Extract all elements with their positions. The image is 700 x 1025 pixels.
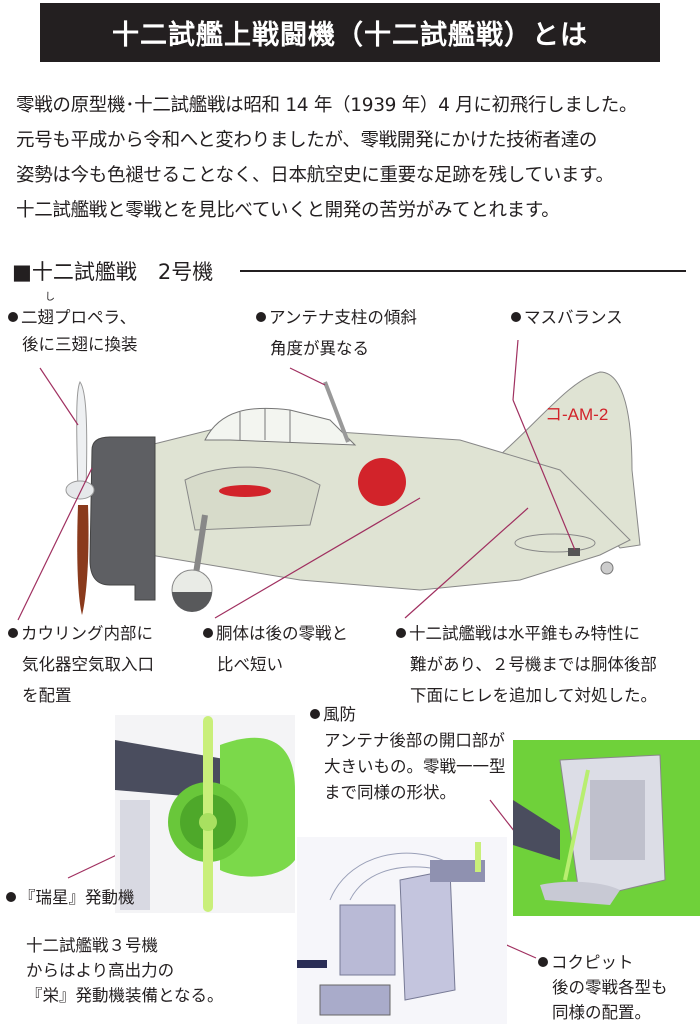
callout-text: まで同様の形状。 <box>324 783 456 802</box>
intro-line: 元号も平成から令和へと変わりましたが、零戦開発にかけた技術者達の <box>16 130 598 151</box>
callout-text: 後に三翅に換装 <box>22 335 138 354</box>
callout-text: 同様の配置。 <box>552 1003 651 1022</box>
callout-windshield: 風防 アンテナ後部の開口部が 大きいもの。零戦一一型 まで同様の形状。 <box>310 702 506 806</box>
bullet-icon <box>8 628 18 638</box>
section-heading: ■十二試艦戦 2号機 <box>12 260 214 284</box>
callout-engine: 『瑞星』発動機 <box>6 882 135 913</box>
bullet-icon <box>538 957 548 967</box>
callout-cowling: カウリング内部に 気化器空気取入口 を配置 <box>8 618 154 711</box>
callout-ventral-fin: 十二試艦戦は水平錐もみ特性に 難があり、２号機までは胴体後部 下面にヒレを追加し… <box>396 618 657 711</box>
callout-text: からはより高出力の <box>26 961 175 980</box>
callout-text: 大きいもの。零戦一一型 <box>324 757 506 776</box>
callout-text: カウリング内部に <box>21 624 153 643</box>
bullet-icon <box>256 312 266 322</box>
callout-cockpit: コクピット 後の零戦各型も 同様の配置。 <box>538 950 668 1025</box>
intro-line: 十二試艦戦と零戦とを見比べていくと開発の苦労がみてとれます。 <box>16 200 560 221</box>
section-rule <box>240 270 686 272</box>
callout-text: 後の零戦各型も <box>552 978 668 997</box>
callout-propeller: し 二翅プロペラ、 後に三翅に換装 <box>8 291 138 358</box>
bullet-icon <box>511 312 521 322</box>
bullet-icon <box>6 892 16 902</box>
callout-text: 『瑞星』発動機 <box>19 888 135 907</box>
callout-text: 十二試艦戦は水平錐もみ特性に <box>409 624 640 643</box>
callout-text: 十二試艦戦３号機 <box>26 936 158 955</box>
callout-text: 『栄』発動機装備となる。 <box>26 986 224 1005</box>
bullet-icon <box>396 628 406 638</box>
callout-text: 比べ短い <box>217 655 283 674</box>
callout-text: 難があり、２号機までは胴体後部 <box>410 655 657 674</box>
callout-text: コクピット <box>551 953 634 972</box>
ruby-text: し <box>45 292 55 303</box>
bullet-icon <box>8 312 18 322</box>
callout-text: アンテナ後部の開口部が <box>324 731 505 750</box>
callout-text: 角度が異なる <box>270 339 369 358</box>
callout-text: 風防 <box>323 705 356 724</box>
engine-note: 十二試艦戦３号機 からはより高出力の 『栄』発動機装備となる。 <box>26 933 224 1008</box>
callout-text: を配置 <box>22 686 72 705</box>
page-title: 十二試艦上戦闘機（十二試艦戦）とは <box>40 3 660 62</box>
intro-paragraph: 零戦の原型機･十二試艦戦は昭和 14 年（1939 年）4 月に初飛行しました。… <box>16 88 696 228</box>
callout-text: 下面にヒレを追加して対処した。 <box>410 686 658 705</box>
aircraft-marking: コ-AM-2 <box>545 405 608 424</box>
bullet-icon <box>203 628 213 638</box>
intro-line: 姿勢は今も色褪せることなく、日本航空史に重要な足跡を残しています。 <box>16 165 614 186</box>
callout-text: マスバランス <box>524 308 623 327</box>
callout-antenna: アンテナ支柱の傾斜 角度が異なる <box>256 302 417 364</box>
callout-text: 二翅プロペラ、 <box>21 308 137 327</box>
intro-line: 零戦の原型機･十二試艦戦は昭和 14 年（1939 年）4 月に初飛行しました。 <box>16 95 638 116</box>
callout-mass-balance: マスバランス <box>511 302 623 333</box>
callout-text: 気化器空気取入口 <box>22 655 154 674</box>
callout-text: 胴体は後の零戦と <box>216 624 348 643</box>
bullet-icon <box>310 709 320 719</box>
callout-fuselage: 胴体は後の零戦と 比べ短い <box>203 618 348 680</box>
callout-text: アンテナ支柱の傾斜 <box>269 308 417 327</box>
